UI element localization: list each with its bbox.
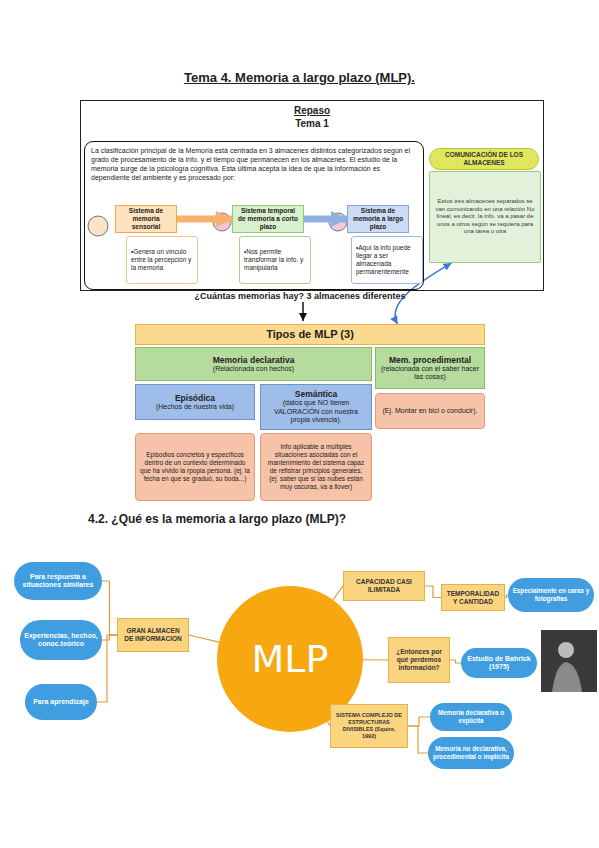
portrait-photo bbox=[541, 630, 597, 692]
node-text: Episodios concretos y específicos dentro… bbox=[140, 451, 250, 483]
node-text: (relacionada con el saber hacer las cosa… bbox=[380, 365, 480, 382]
connector bbox=[408, 717, 430, 726]
bullet-box: •Aquí la info puede llegar a ser almacen… bbox=[351, 236, 423, 284]
leader-arrow bbox=[302, 302, 304, 321]
example-box: Info aplicable a múltiples situaciones a… bbox=[260, 433, 372, 501]
example-box: Episodios concretos y específicos dentro… bbox=[135, 433, 255, 501]
node-text: Especialmente en caras y fotografías bbox=[512, 587, 590, 602]
example-box: (Ej. Montar en bici o conducir). bbox=[375, 393, 485, 429]
node-text: Semántica bbox=[295, 389, 338, 399]
node-text: Sistema temporal de memoria a corto plaz… bbox=[237, 207, 299, 231]
system-box: Sistema de memoria sensorial bbox=[115, 205, 177, 233]
topic-box: ¿Entonces por qué perdemos información? bbox=[388, 637, 450, 683]
topic-box: SISTEMA COMPLEJO DE ESTRUCTURAS DIVISIBL… bbox=[330, 704, 408, 748]
topic-box: TEMPORALIDAD Y CANTIDAD bbox=[441, 584, 505, 611]
node-text: Memoria declarativa o explícita bbox=[434, 709, 508, 724]
node-text: MLP bbox=[252, 639, 329, 679]
summary-box: La clasificación principal de la Memoria… bbox=[84, 141, 424, 290]
connector bbox=[425, 586, 441, 598]
node-text: Estos tres almacenes separados se van co… bbox=[434, 198, 536, 236]
text-label: 4.2. ¿Qué es la memoria a largo plazo (M… bbox=[88, 512, 588, 527]
node-text: CAPACIDAD CASI ILIMITADA bbox=[348, 578, 420, 594]
leaf-oval: Memoria declarativa o explícita bbox=[430, 703, 512, 731]
page-title: Tema 4. Memoria a largo plazo (MLP). bbox=[0, 70, 599, 86]
node-text: (Relacionada con hechos) bbox=[213, 365, 294, 374]
node-text: COMUNICACIÓN DE LOS ALMACENES bbox=[434, 151, 534, 167]
system-box: Sistema de memoria a largo plazo bbox=[347, 205, 409, 233]
node-text: La clasificación principal de la Memoria… bbox=[91, 146, 417, 182]
connector bbox=[102, 581, 117, 635]
connector bbox=[450, 660, 461, 663]
leaf-oval: Experiencias, hechos, conoc.teórico bbox=[20, 620, 102, 660]
node-text: Repaso bbox=[81, 104, 543, 117]
subtype-box: Episódica(Hechos de nuestra vida) bbox=[135, 384, 255, 420]
node-text: GRAN ALMACEN DE INFORMACION bbox=[122, 627, 184, 643]
topic-box: GRAN ALMACEN DE INFORMACION bbox=[117, 618, 189, 652]
leaf-oval: Para aprendizaje bbox=[25, 684, 97, 720]
heading-pill: COMUNICACIÓN DE LOS ALMACENES bbox=[429, 148, 539, 170]
node-text: Memoria declarativa bbox=[213, 355, 295, 365]
node-text: Episódica bbox=[175, 393, 215, 403]
node-text: TEMPORALIDAD Y CANTIDAD bbox=[446, 590, 500, 606]
node-text: Para aprendizaje bbox=[33, 698, 89, 707]
sense-icon bbox=[88, 216, 108, 236]
node-text: •Aquí la info puede llegar a ser almacen… bbox=[356, 244, 418, 276]
node-text: Experiencias, hechos, conoc.teórico bbox=[24, 632, 98, 649]
node-text: •Nos permite transformar la info. y mani… bbox=[244, 248, 306, 272]
connector bbox=[177, 216, 232, 223]
node-text: (Hechos de nuestra vida) bbox=[156, 403, 234, 412]
header-band: Tipos de MLP (3) bbox=[135, 324, 485, 345]
bullet-box: •Nos permite transformar la info. y mani… bbox=[239, 236, 311, 284]
leaf-oval: Estudio de Bahrick (1975) bbox=[461, 648, 537, 678]
bullet-box: •Genera un vínculo entre la percepción y… bbox=[126, 236, 198, 284]
node-text: Memoria no declarativa, procedimental o … bbox=[432, 745, 510, 760]
review-frame: RepasoTema 1 La clasificación principal d… bbox=[80, 100, 544, 291]
node-text: (datos que NO tienen VALORACIÓN con nues… bbox=[265, 399, 367, 425]
leaf-oval: Especialmente en caras y fotografías bbox=[508, 578, 594, 612]
node-text: Estudio de Bahrick (1975) bbox=[465, 655, 533, 672]
node-text: SISTEMA COMPLEJO DE ESTRUCTURAS DIVISIBL… bbox=[335, 712, 403, 740]
type-box: Memoria declarativa(Relacionada con hech… bbox=[135, 347, 372, 381]
topic-box: CAPACIDAD CASI ILIMITADA bbox=[343, 571, 425, 601]
node-text: Sistema de memoria a largo plazo bbox=[352, 207, 404, 231]
node-text: ¿Entonces por qué perdemos información? bbox=[393, 648, 445, 672]
node-text: Tipos de MLP (3) bbox=[266, 328, 354, 341]
node-text: (Ej. Montar en bici o conducir). bbox=[383, 407, 478, 416]
connector bbox=[333, 586, 343, 600]
connector bbox=[304, 216, 347, 223]
note-box: Estos tres almacenes separados se van co… bbox=[429, 171, 541, 263]
connector bbox=[363, 659, 388, 660]
connector bbox=[102, 635, 117, 640]
node-text: Tema 1 bbox=[81, 117, 543, 130]
connector bbox=[189, 635, 219, 642]
node-text: Mem. procedimental bbox=[389, 355, 471, 365]
type-box: Mem. procedimental(relacionada con el sa… bbox=[375, 347, 485, 389]
text-label: ¿Cuántas memorias hay? 3 almacenes difer… bbox=[80, 291, 520, 302]
node-text: Sistema de memoria sensorial bbox=[120, 207, 172, 231]
system-box: Sistema temporal de memoria a corto plaz… bbox=[232, 205, 304, 233]
leaf-oval: Para respuesta a situaciones similares bbox=[14, 562, 102, 600]
connector bbox=[408, 726, 428, 753]
node-text: Info aplicable a múltiples situaciones a… bbox=[265, 443, 367, 491]
node-text: Para respuesta a situaciones similares bbox=[18, 573, 98, 590]
leaf-oval: Memoria no declarativa, procedimental o … bbox=[428, 737, 514, 769]
subtype-box: Semántica(datos que NO tienen VALORACIÓN… bbox=[260, 384, 372, 430]
node-text: •Genera un vínculo entre la percepción y… bbox=[131, 248, 193, 272]
